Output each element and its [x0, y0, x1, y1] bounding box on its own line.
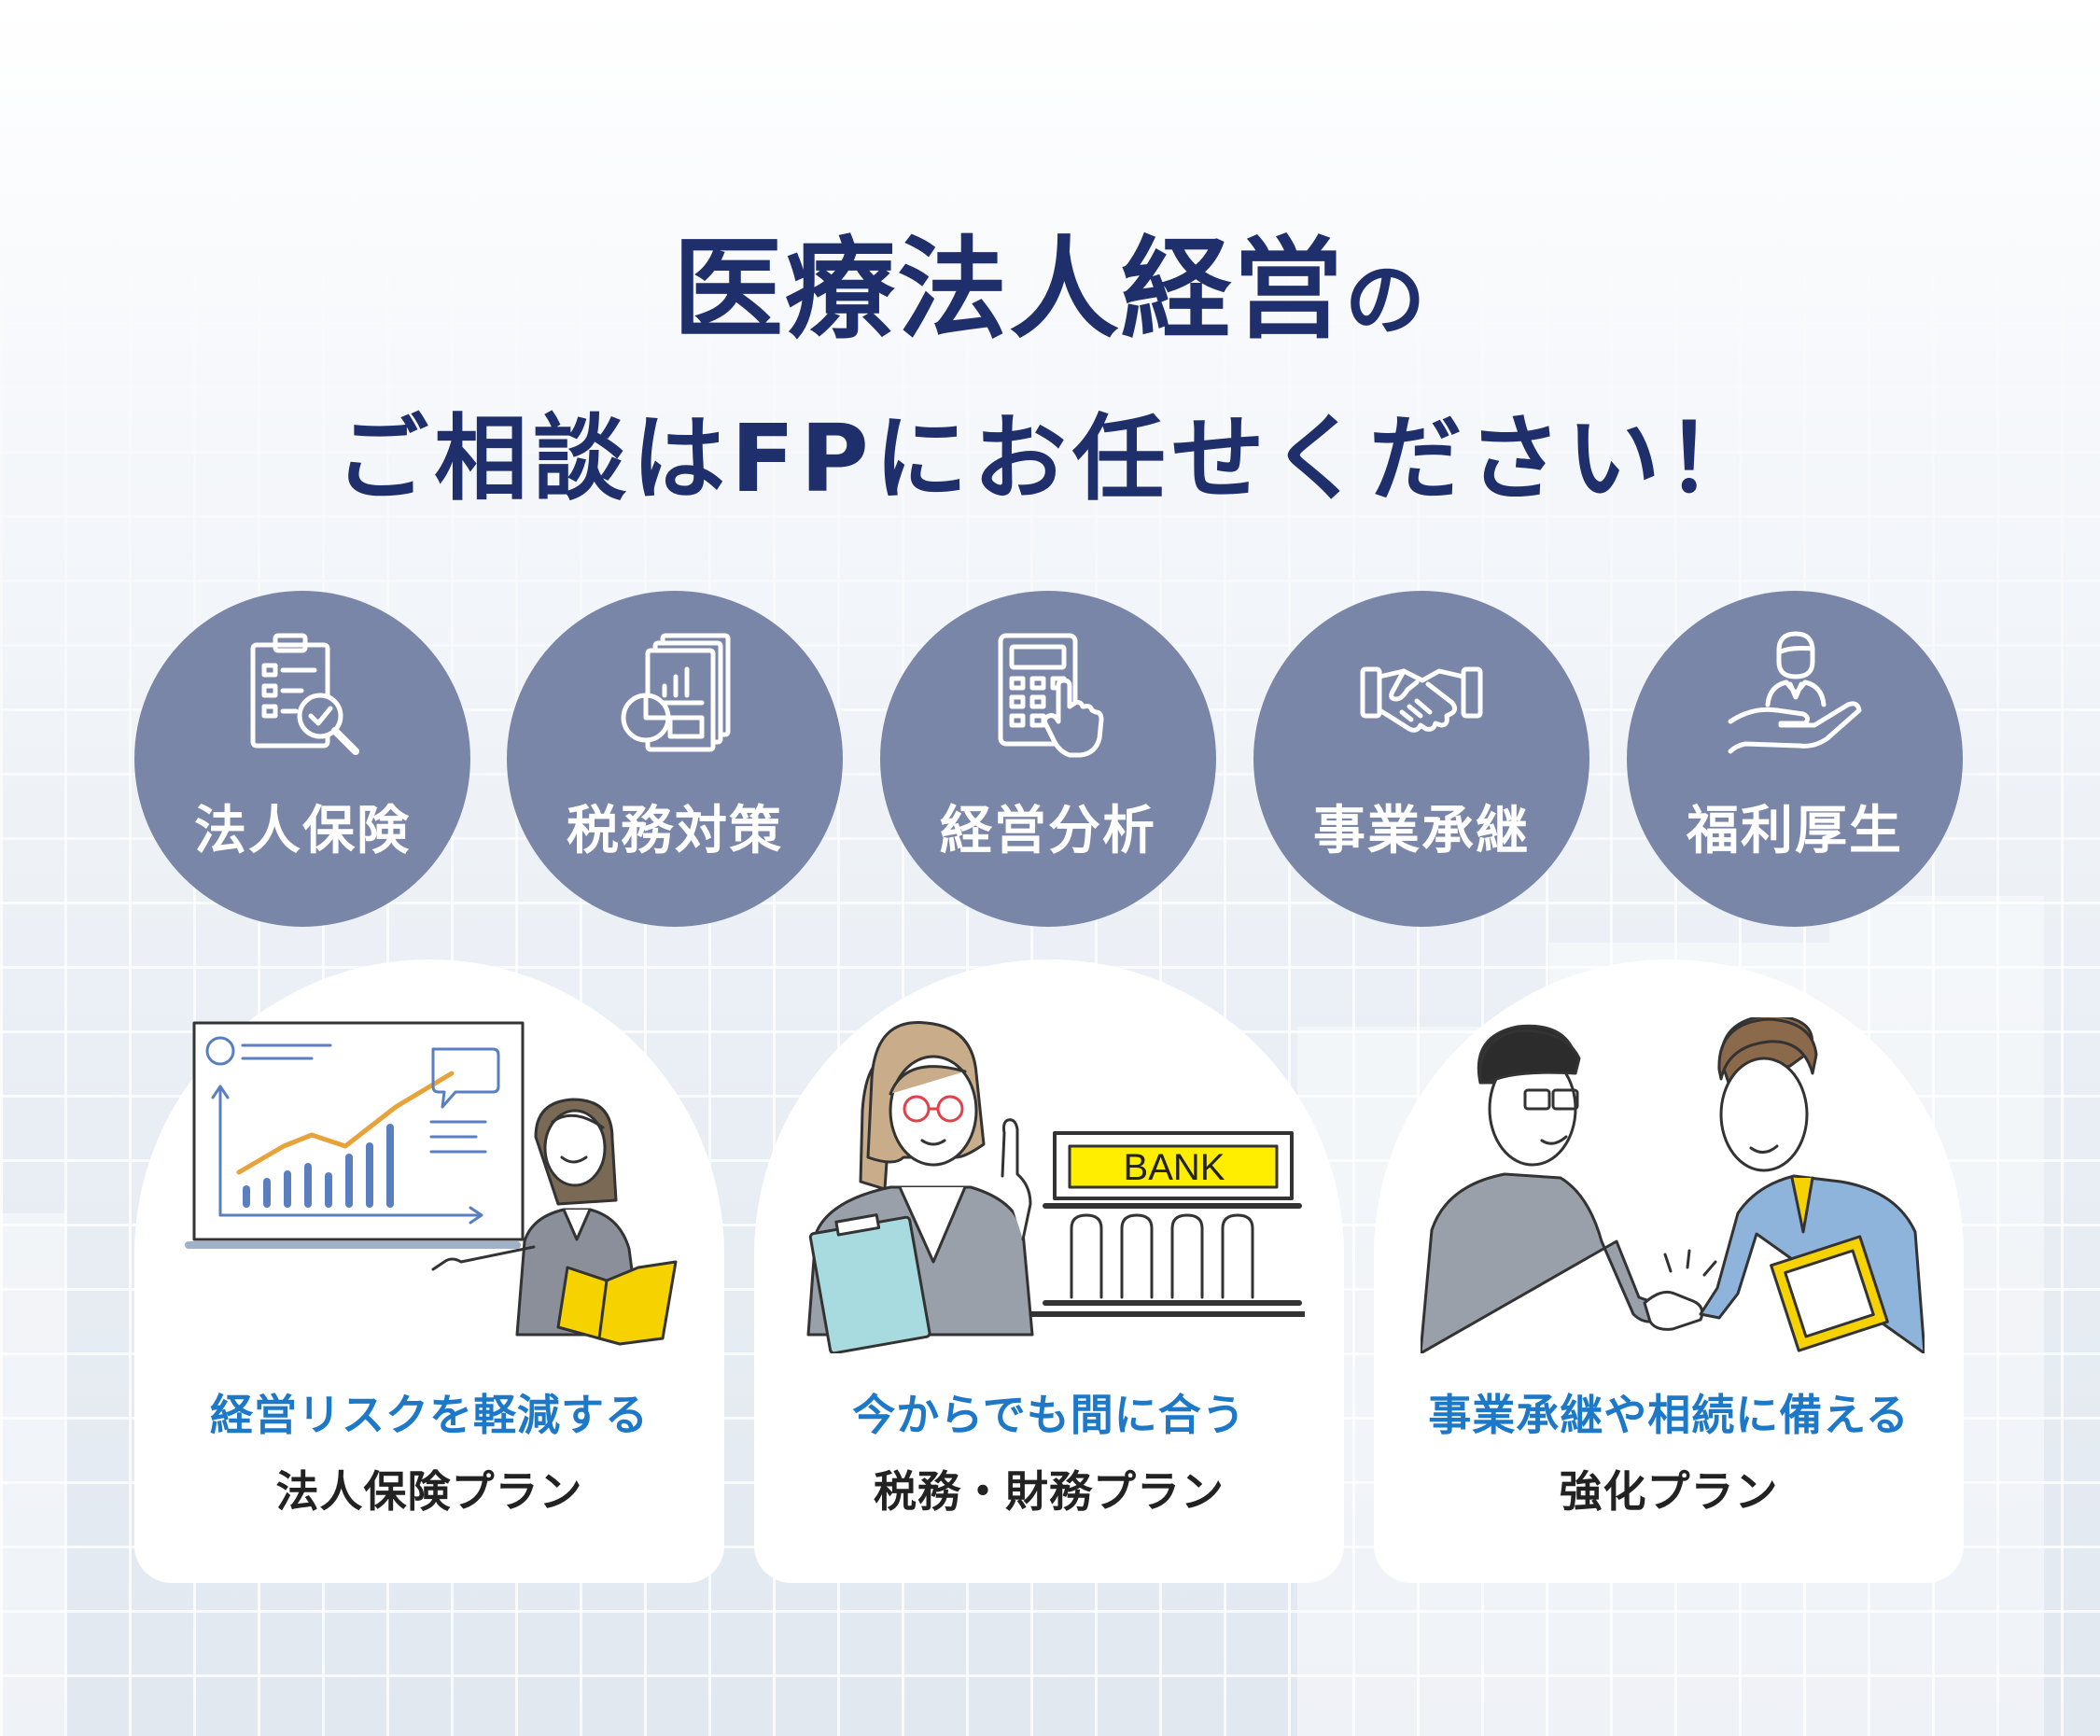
headline-line-2: ご相談はFPにお任せください！: [335, 404, 1765, 513]
service-management-analysis: 経営分析: [880, 591, 1216, 927]
bank-sign-text: BANK: [1124, 1147, 1225, 1188]
service-label: 経営分析: [940, 801, 1156, 861]
headline-main: 医療法人経営: [672, 225, 1345, 354]
background-bar: [0, 1213, 65, 1736]
headline: 医療法人経営の ご相談はFPにお任せください！: [0, 219, 2100, 529]
handshake-illustration: [1421, 1017, 1925, 1353]
calculator-hand-icon: [998, 633, 1104, 758]
service-corporate-insurance: 法人保険: [134, 591, 470, 927]
plan-name: 強化プラン: [1559, 1466, 1779, 1517]
plan-card-succession[interactable]: 事業承継や相続に備える 強化プラン: [1374, 959, 1964, 1583]
plan-tagline: 経営リスクを軽減する: [210, 1390, 649, 1440]
plan-tagline: 今からでも間に合う: [852, 1390, 1246, 1440]
plan-card-corporate-insurance[interactable]: 経営リスクを軽減する 法人保険プラン: [134, 959, 724, 1583]
clipboard-magnifier-icon: [250, 633, 359, 755]
service-tax-measures: 税務対策: [507, 591, 843, 927]
plan-name: 法人保険プラン: [275, 1466, 583, 1517]
service-label: 事業承継: [1313, 801, 1530, 861]
service-business-succession: 事業承継: [1253, 591, 1589, 927]
plan-card-tax-finance[interactable]: BANK 今からでも間に合う 税務・財務プラン: [754, 959, 1344, 1583]
plan-name: 税務・財務プラン: [874, 1466, 1225, 1517]
service-label: 福利厚生: [1687, 801, 1903, 861]
plan-tagline: 事業承継や相続に備える: [1428, 1390, 1910, 1440]
handshake-icon: [1360, 666, 1483, 733]
document-chart-icon: [621, 633, 731, 752]
person-hand-icon: [1728, 631, 1862, 754]
presentation-illustration: [185, 1021, 678, 1346]
headline-line-1: 医療法人経営の: [0, 219, 2100, 371]
service-label: 税務対策: [567, 801, 783, 861]
headline-suffix: の: [1345, 254, 1427, 347]
bank-illustration: BANK: [806, 1021, 1305, 1353]
service-welfare: 福利厚生: [1627, 591, 1963, 927]
service-label: 法人保険: [194, 801, 411, 861]
